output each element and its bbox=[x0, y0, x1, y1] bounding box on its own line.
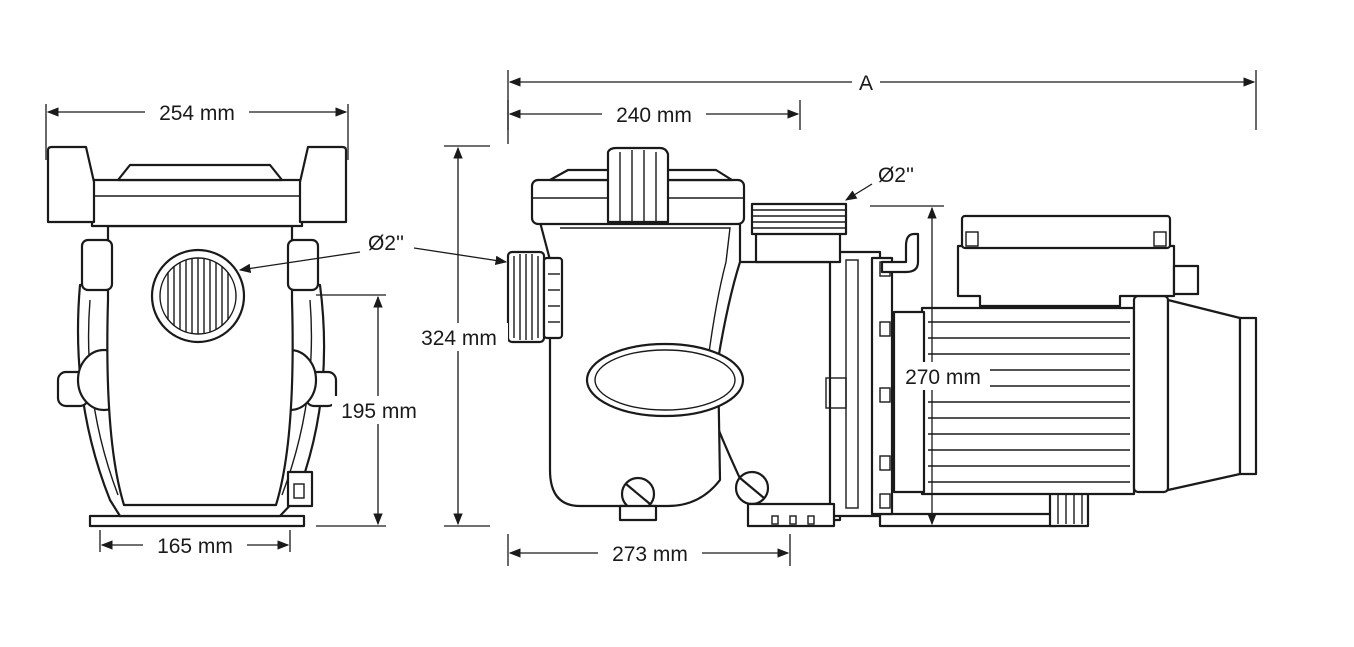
side-drain-plug-left bbox=[618, 476, 658, 522]
dim-front-base: 165 mm bbox=[99, 530, 291, 559]
front-inlet-grille bbox=[150, 248, 246, 344]
label-outlet-side: Ø2'' bbox=[878, 164, 914, 187]
label-270: 270 mm bbox=[905, 366, 981, 389]
callout-outlet: Ø2'' bbox=[845, 164, 914, 201]
label-195: 195 mm bbox=[341, 400, 417, 423]
dim-strainer-240: 240 mm bbox=[507, 100, 801, 144]
motor-body bbox=[892, 306, 1136, 496]
side-view bbox=[506, 146, 1258, 528]
label-165: 165 mm bbox=[157, 535, 233, 558]
label-273: 273 mm bbox=[612, 543, 688, 566]
label-324: 324 mm bbox=[421, 327, 497, 350]
side-drain-plug-right bbox=[734, 470, 770, 506]
dim-overall-A: A bbox=[507, 68, 1257, 130]
strainer-housing bbox=[530, 146, 836, 528]
side-outlet-pipe bbox=[750, 202, 848, 264]
pump-volute bbox=[698, 202, 920, 522]
dim-base-273: 273 mm bbox=[507, 534, 791, 567]
dim-front-width: 254 mm bbox=[45, 98, 349, 160]
motor-fan-cover bbox=[1132, 294, 1258, 494]
label-A: A bbox=[859, 72, 873, 95]
label-240: 240 mm bbox=[616, 104, 692, 127]
dim-front-axis-height: 195 mm bbox=[316, 294, 426, 527]
front-view bbox=[46, 145, 348, 528]
label-inlet-front: Ø2'' bbox=[368, 232, 404, 255]
dim-height-324: 324 mm bbox=[410, 145, 508, 527]
label-254: 254 mm bbox=[159, 102, 235, 125]
lid-left-handle bbox=[46, 145, 96, 224]
dim-outlet-270: 270 mm bbox=[870, 205, 990, 527]
controller-box bbox=[956, 214, 1200, 308]
side-inlet-pipe bbox=[506, 250, 564, 344]
lid-right-handle bbox=[298, 145, 348, 224]
